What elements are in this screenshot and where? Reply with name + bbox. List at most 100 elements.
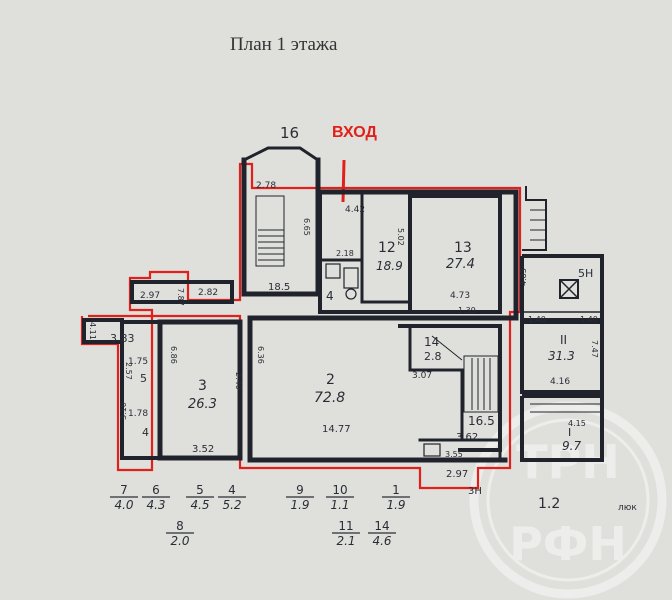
room-13-dim3: 1.39 bbox=[458, 306, 476, 315]
room-5-dim2: 2.57 bbox=[124, 362, 133, 380]
legend-entry: 74.0 bbox=[110, 483, 138, 512]
room-I-area: 9.7 bbox=[562, 439, 581, 453]
legend-room-number: 8 bbox=[176, 519, 184, 533]
stairs-right bbox=[530, 199, 600, 413]
legend-room-number: 5 bbox=[196, 483, 204, 497]
room-I-num: I bbox=[568, 426, 571, 439]
room-8-dim1: 3.83 bbox=[110, 332, 135, 345]
stair-area: 16.5 bbox=[468, 414, 495, 428]
room-16-dim1: 2.78 bbox=[256, 181, 276, 191]
room-7-dim1: 1.78 bbox=[128, 409, 148, 419]
room-II-dim1: 4.16 bbox=[550, 377, 570, 387]
room-14-dim1: 3.07 bbox=[412, 371, 432, 381]
entrance-label: ВХОД bbox=[332, 124, 377, 141]
legend-room-number: 9 bbox=[296, 483, 304, 497]
legend-room-number: 6 bbox=[152, 483, 160, 497]
room-14-area: 2.8 bbox=[424, 350, 442, 363]
outer-walls bbox=[82, 146, 519, 463]
misc-c: 1.40 bbox=[580, 315, 598, 324]
legend-room-number: 11 bbox=[338, 519, 353, 533]
legend-room-area: 4.6 bbox=[372, 534, 391, 548]
stairs-16 bbox=[255, 195, 285, 267]
room-2-area: 72.8 bbox=[314, 390, 345, 406]
room-3-dim1: 3.52 bbox=[192, 444, 214, 455]
legend-room-area: 5.2 bbox=[222, 498, 241, 512]
legend-room-area: 4.3 bbox=[146, 498, 165, 512]
misc-a: 5Н bbox=[578, 267, 593, 280]
room-10-dim1: 2.82 bbox=[198, 288, 218, 298]
legend-entry: 91.9 bbox=[286, 483, 314, 512]
room-13-area: 27.4 bbox=[446, 257, 475, 272]
misc-h: 2.97 bbox=[446, 469, 468, 480]
room-16-area: 18.5 bbox=[268, 282, 290, 293]
room-13-num: 13 bbox=[454, 240, 472, 256]
room-area-legend: 74.064.354.545.291.9101.111.982.0112.114… bbox=[110, 483, 410, 548]
legend-entry: 144.6 bbox=[368, 519, 396, 548]
legend-room-area: 2.1 bbox=[336, 534, 355, 548]
room-12-num: 12 bbox=[378, 240, 396, 256]
vertical-dims: 6.65 5.02 6.86 2.40 6.36 2.57 3.10 4.11 … bbox=[88, 218, 599, 420]
entrance-marker bbox=[341, 159, 346, 203]
misc-e: 3Н bbox=[468, 486, 482, 497]
legend-entry: 54.5 bbox=[186, 483, 214, 512]
legend-room-area: 2.0 bbox=[170, 534, 189, 548]
legend-entry: 64.3 bbox=[142, 483, 170, 512]
room-5-num: 5 bbox=[140, 372, 147, 385]
room-4-num: 4 bbox=[326, 289, 334, 303]
premises-outline bbox=[128, 162, 522, 490]
room-3-dim2: 6.86 bbox=[169, 346, 178, 364]
legend-entry: 101.1 bbox=[326, 483, 354, 512]
legend-room-area: 4.5 bbox=[190, 498, 209, 512]
room-3-area: 26.3 bbox=[188, 397, 217, 412]
misc-d: 4.83 bbox=[519, 268, 528, 286]
room-7-num: 4 bbox=[142, 426, 149, 439]
room-12-dim2: 2.18 bbox=[336, 249, 354, 258]
room-12-dim1: 4.42 bbox=[345, 205, 365, 215]
room-5-dim1: 1.75 bbox=[128, 357, 148, 367]
misc-j: 3.55 bbox=[445, 450, 463, 459]
legend-room-area: 1.9 bbox=[290, 498, 309, 512]
room-13-dim1: 4.73 bbox=[450, 291, 470, 301]
watermark-bottom-text: РФН bbox=[509, 517, 627, 571]
room-II-num: II bbox=[560, 333, 567, 347]
legend-room-number: 14 bbox=[374, 519, 389, 533]
room-2-dim1: 14.77 bbox=[322, 424, 351, 435]
legend-room-number: 7 bbox=[120, 483, 128, 497]
room-3-num: 3 bbox=[198, 378, 207, 394]
room-II-dim2: 7.47 bbox=[590, 340, 599, 358]
misc-g: люк bbox=[618, 503, 637, 513]
room-3-dim3: 2.40 bbox=[234, 372, 243, 390]
misc-f: 1.2 bbox=[538, 496, 560, 512]
room-16-num: 16 bbox=[280, 124, 299, 142]
room-7-dim2: 3.10 bbox=[119, 402, 128, 420]
room-labels: 16 2.78 18.5 4.42 12 18.9 2.18 13 27.4 4… bbox=[110, 124, 637, 513]
legend-room-area: 1.9 bbox=[386, 498, 405, 512]
legend-room-number: 1 bbox=[392, 483, 400, 497]
room-8-dim2: 4.11 bbox=[88, 322, 97, 340]
legend-entry: 45.2 bbox=[218, 483, 246, 512]
room-16-dim2: 6.65 bbox=[302, 218, 311, 236]
legend-room-area: 1.1 bbox=[330, 498, 349, 512]
room-14-num: 14 bbox=[424, 335, 439, 349]
misc-i: 3.62 bbox=[456, 432, 478, 443]
legend-room-number: 10 bbox=[332, 483, 347, 497]
room-9-dim1: 2.97 bbox=[140, 291, 160, 301]
plan-title: План 1 этажа bbox=[230, 34, 338, 55]
room-II-area: 31.3 bbox=[548, 349, 575, 363]
sanitary-fixtures bbox=[325, 263, 441, 457]
room-13-dim2: 5.02 bbox=[396, 228, 405, 246]
legend-entry: 82.0 bbox=[166, 519, 194, 548]
room-2-num: 2 bbox=[326, 372, 335, 388]
room-2-dim2: 6.36 bbox=[256, 346, 265, 364]
room-12-area: 18.9 bbox=[376, 259, 403, 273]
stairs-main bbox=[431, 335, 499, 413]
legend-room-number: 4 bbox=[228, 483, 236, 497]
room-9-dim2: 7.87 bbox=[176, 288, 185, 306]
legend-room-area: 4.0 bbox=[114, 498, 133, 512]
room-I-dim1: 4.15 bbox=[568, 419, 586, 428]
legend-entry: 11.9 bbox=[382, 483, 410, 512]
legend-entry: 112.1 bbox=[332, 519, 360, 548]
misc-b: 1.40 bbox=[528, 315, 546, 324]
